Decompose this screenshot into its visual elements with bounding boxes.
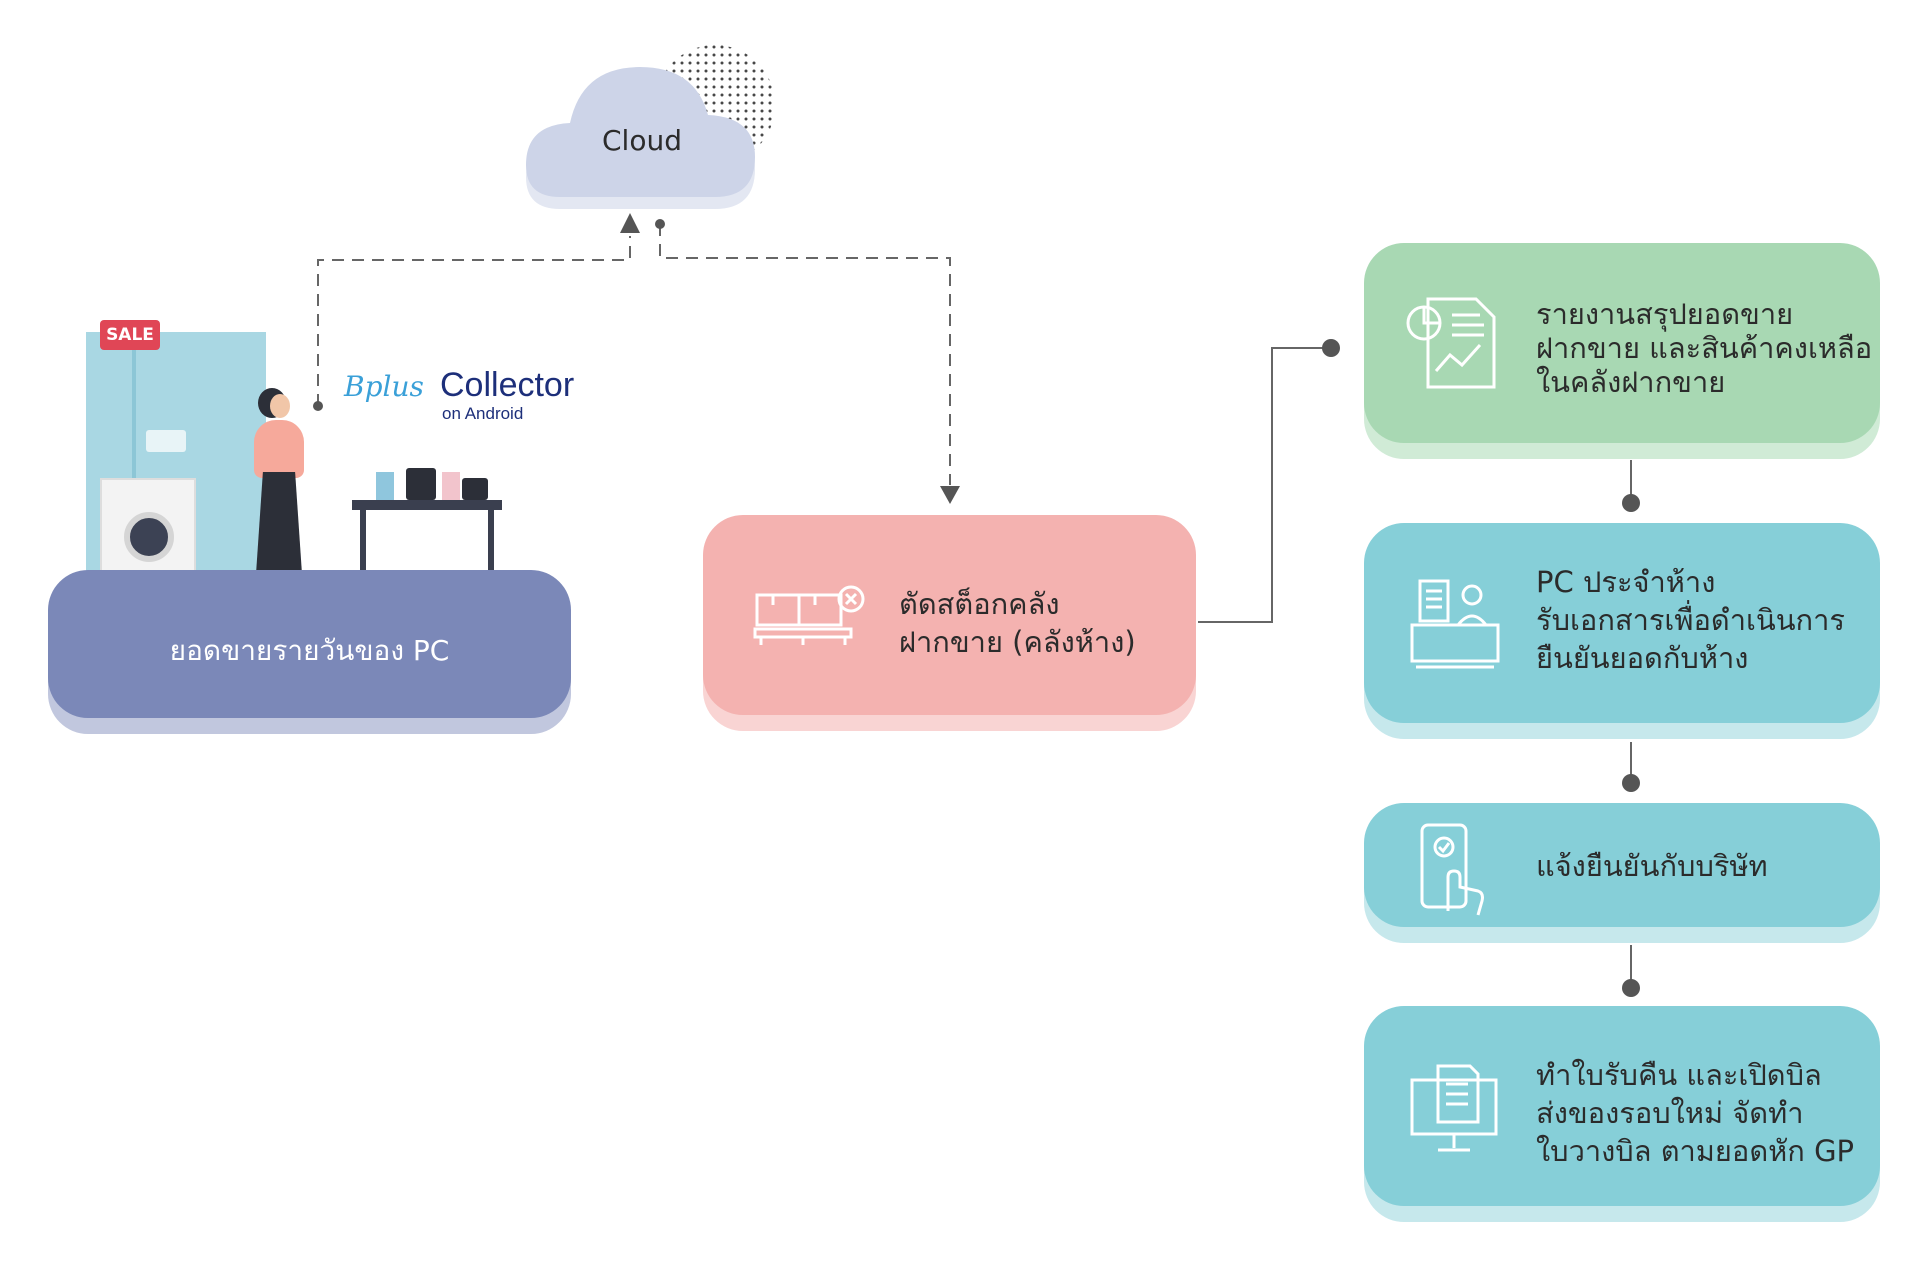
cloud-shape [526,45,775,209]
app-logo-platform: on Android [442,404,524,423]
table-leg-left [360,510,366,585]
connector-dot-pc [313,401,323,411]
step-report-line1: รายงานสรุปยอดขาย [1536,297,1794,331]
app-logo-name: Collector [440,366,575,404]
cloud-label: Cloud [602,124,682,157]
tablet-pink [442,472,460,500]
person-top [254,420,304,478]
phone-confirm-icon [1420,823,1484,916]
pallet-box-x-icon [753,585,865,645]
arrow-up-to-cloud [620,213,640,233]
app-logo: Bplus Collector on Android [344,366,614,423]
step-billing-line1: ทำใบรับคืน และเปิดบิล [1536,1058,1822,1092]
connector-dot-step4 [1622,979,1640,997]
connector-stock-to-report [1198,347,1334,623]
connector-dot-cloud [655,219,665,229]
step-pc-store-line1: PC ประจำห้าง [1536,565,1716,599]
report-chart-icon [1406,297,1496,389]
stock-cut-line2: ฝากขาย (คลังห้าง) [899,625,1136,659]
washing-machine-drum [124,512,174,562]
sale-badge: SALE [100,320,160,350]
desk-document-icon [1410,579,1500,669]
step-pc-store-card: PC ประจำห้าง รับเอกสารเพื่อดำเนินการ ยืน… [1364,523,1880,739]
monitor-receipt-icon [1410,1064,1498,1152]
store-illustration: SALE [80,320,540,590]
dashed-connector-pc-to-cloud [317,236,631,406]
dashed-connector-cloud-to-stock [659,224,951,485]
connector-dot-step2 [1622,494,1640,512]
stock-cut-line1: ตัดสต็อกคลัง [899,587,1060,621]
step-report-card: รายงานสรุปยอดขาย ฝากขาย และสินค้าคงเหลือ… [1364,243,1880,459]
tablet-dark [406,468,436,500]
connector-dot-step3 [1622,774,1640,792]
table-top [352,500,502,510]
step-confirm-line1: แจ้งยืนยันกับบริษัท [1536,849,1768,883]
step-billing-line2: ส่งของรอบใหม่ จัดทำ [1536,1096,1804,1130]
step-pc-store-line3: ยืนยันยอดกับห้าง [1536,641,1749,675]
app-logo-script: Bplus [344,370,424,403]
pc-sales-label: ยอดขายรายวันของ PC [169,634,450,667]
connector-dot-report [1322,339,1340,357]
step-billing-card: ทำใบรับคืน และเปิดบิล ส่งของรอบใหม่ จัดท… [1364,1006,1880,1222]
stock-cut-card: ตัดสต็อกคลัง ฝากขาย (คลังห้าง) [703,515,1196,731]
step-confirm-card: แจ้งยืนยันกับบริษัท [1364,803,1880,943]
person-face [270,394,290,418]
arrow-down-to-stock [940,486,960,504]
step-billing-line3: ใบวางบิล ตามยอดหัก GP [1536,1134,1855,1168]
pc-sales-card: ยอดขายรายวันของ PC [48,570,571,734]
table-leg-right [488,510,494,585]
fridge-display [146,430,186,452]
step-report-line3: ในคลังฝากขาย [1536,365,1726,399]
fridge-door-line [132,332,136,590]
person-skirt [256,472,302,574]
tablet-small [462,478,488,500]
step-report-line2: ฝากขาย และสินค้าคงเหลือ [1536,331,1873,365]
tablet-blue [376,472,394,500]
step-pc-store-line2: รับเอกสารเพื่อดำเนินการ [1536,603,1845,637]
